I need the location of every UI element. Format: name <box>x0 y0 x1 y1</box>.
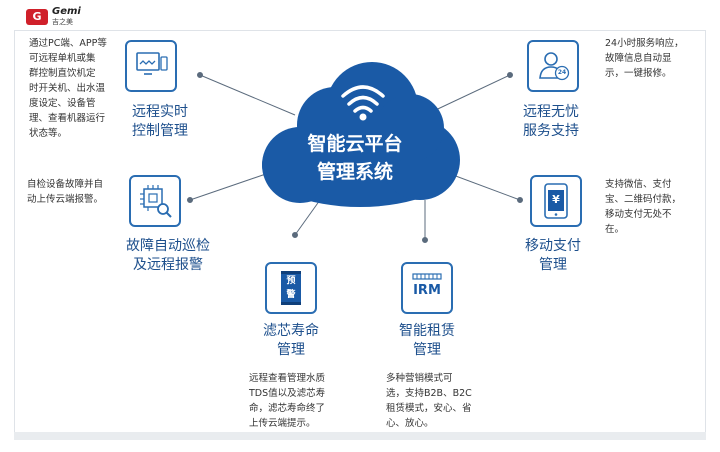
label-remote-control: 远程实时 控制管理 <box>132 104 188 139</box>
desc-mobile-pay: 支持微信、支付 宝、二维码付款， 移动支付无处不 在。 <box>605 179 682 235</box>
filter-warning-icon: 预 警 <box>265 262 317 314</box>
label-filter-life: 滤芯寿命 管理 <box>263 323 319 358</box>
label-fault-patrol: 故障自动巡检 及远程报警 <box>126 238 210 273</box>
irm-icon: IRM <box>401 262 453 314</box>
filter-icon-char2: 警 <box>286 290 296 300</box>
wifi-dot <box>359 113 367 121</box>
connector-dot-smart-lease <box>422 237 428 243</box>
logo-icon: G <box>26 8 48 25</box>
monitor-icon <box>125 40 177 92</box>
brand-logo: G Gemi 吉之美 <box>26 6 81 27</box>
cloud-title-line2: 管理系统 <box>316 161 393 183</box>
mobile-pay-icon: ¥ <box>530 175 582 227</box>
yuan-icon: ¥ <box>552 193 560 206</box>
label-worry-free: 远程无忧 服务支持 <box>523 104 579 139</box>
wifi-icon <box>341 85 385 113</box>
connector-dot-worry-free <box>507 72 513 78</box>
desc-remote-control: 通过PC端、APP等 可远程单机或集 群控制直饮机定 时开关机、出水温 度设定、… <box>29 38 107 139</box>
connector-dot-fault-patrol <box>187 197 193 203</box>
logo-text: Gemi <box>52 6 81 17</box>
connector-worry-free <box>424 74 511 116</box>
desc-smart-lease: 多种营销模式可 选，支持B2B、B2C 租赁模式，安心、省 心、放心。 <box>386 373 472 429</box>
bottom-bar <box>14 432 706 440</box>
cloud-shape <box>262 62 460 207</box>
label-mobile-pay: 移动支付 管理 <box>525 238 581 273</box>
desc-fault-patrol: 自检设备故障并自 动上传云端报警。 <box>27 179 104 205</box>
connector-mobile-pay <box>444 171 521 201</box>
chip-search-icon <box>129 175 181 227</box>
irm-icon-text: IRM <box>413 283 441 298</box>
connector-remote-control <box>199 74 296 116</box>
service-badge-24: 24 <box>557 69 567 76</box>
connector-filter-life <box>294 199 321 236</box>
service-user-icon: 24 <box>527 40 579 92</box>
connector-dot-filter-life <box>292 232 298 238</box>
desc-filter-life: 远程查看管理水质 TDS值以及滤芯寿 命，滤芯寿命终了 上传云端提示。 <box>249 373 326 429</box>
cloud-title-line1: 智能云平台 <box>307 133 403 155</box>
connector-dot-remote-control <box>197 72 203 78</box>
label-smart-lease: 智能租赁 管理 <box>399 323 455 358</box>
connector-dot-mobile-pay <box>517 197 523 203</box>
filter-icon-char1: 预 <box>286 276 296 286</box>
logo-subtext: 吉之美 <box>52 18 73 26</box>
desc-worry-free: 24小时服务响应， 故障信息自动显 示，一键报修。 <box>605 38 684 79</box>
